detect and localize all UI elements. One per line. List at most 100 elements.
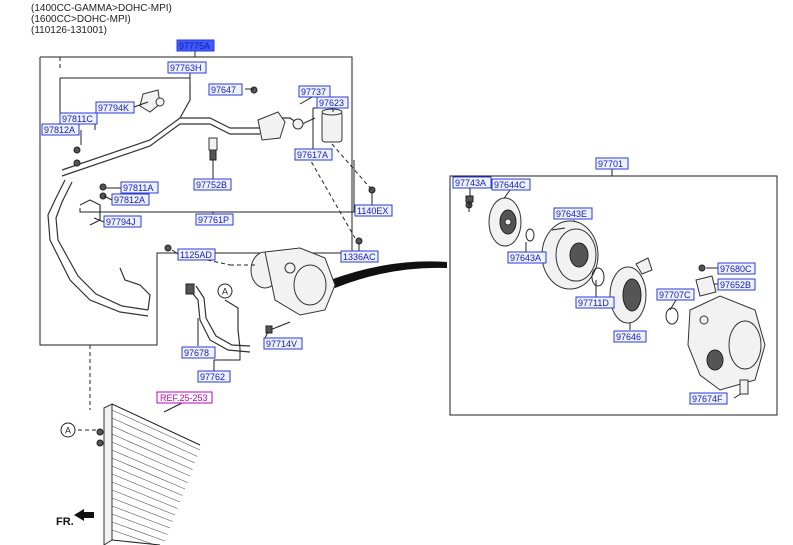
part-label-97775A[interactable]: 97775A bbox=[176, 39, 215, 52]
part-label-97714V[interactable]: 97714V bbox=[263, 337, 303, 350]
part-label-1336AC[interactable]: 1336AC bbox=[340, 250, 379, 263]
svg-text:1140EX: 1140EX bbox=[357, 206, 388, 216]
condenser-fin bbox=[111, 513, 168, 535]
part-label-97623[interactable]: 97623 bbox=[316, 96, 349, 109]
part-label-97674F[interactable]: 97674F bbox=[689, 392, 728, 405]
svg-text:97643A: 97643A bbox=[510, 253, 541, 263]
svg-text:97680C: 97680C bbox=[720, 264, 752, 274]
part-label-97763H[interactable]: 97763H bbox=[167, 61, 207, 74]
condenser-fin bbox=[111, 425, 196, 464]
header-line-3: (110126-131001) bbox=[31, 25, 107, 36]
part-label-97811C[interactable]: 97811C bbox=[59, 112, 98, 125]
part-label-97743A[interactable]: 97743A bbox=[452, 176, 492, 189]
part-label-97647[interactable]: 97647 bbox=[208, 83, 243, 96]
svg-text:97743A: 97743A bbox=[455, 178, 486, 188]
compressor-bolt bbox=[465, 195, 474, 212]
svg-text:97752B: 97752B bbox=[196, 180, 227, 190]
svg-text:REF.25-253: REF.25-253 bbox=[160, 393, 208, 403]
part-label-97707C[interactable]: 97707C bbox=[656, 288, 695, 301]
zoom-wedge bbox=[330, 261, 447, 288]
svg-text:97794J: 97794J bbox=[106, 217, 136, 227]
part-label-97811A[interactable]: 97811A bbox=[120, 181, 159, 194]
part-label-97812A-mid[interactable]: 97812A bbox=[111, 193, 150, 206]
service-port bbox=[208, 137, 218, 161]
svg-text:97711D: 97711D bbox=[578, 298, 609, 308]
part-label-97643A[interactable]: 97643A bbox=[507, 251, 547, 264]
label-leaders bbox=[59, 72, 745, 413]
svg-text:97707C: 97707C bbox=[659, 290, 691, 300]
svg-text:97714V: 97714V bbox=[266, 339, 297, 349]
part-label-1125AD[interactable]: 1125AD bbox=[177, 248, 216, 261]
expansion-valve bbox=[257, 111, 304, 141]
svg-text:1336AC: 1336AC bbox=[343, 252, 376, 262]
svg-text:97811C: 97811C bbox=[62, 114, 93, 124]
receiver-drier bbox=[321, 108, 343, 143]
condenser-fin bbox=[111, 481, 178, 509]
svg-text:97644C: 97644C bbox=[494, 180, 526, 190]
part-label-97617A[interactable]: 97617A bbox=[294, 148, 333, 161]
svg-text:97762: 97762 bbox=[200, 372, 225, 382]
condenser-fin bbox=[111, 505, 171, 529]
svg-text:97812A: 97812A bbox=[114, 195, 145, 205]
o-ring bbox=[665, 307, 679, 325]
condenser-fin bbox=[111, 473, 181, 503]
condenser-fin bbox=[111, 497, 173, 522]
part-label-97812A-top[interactable]: 97812A bbox=[41, 123, 80, 136]
condenser-fin bbox=[111, 433, 193, 470]
condenser-fin bbox=[111, 409, 201, 451]
compressor-detail-frame bbox=[449, 169, 778, 416]
condenser-fin bbox=[111, 441, 191, 477]
part-label-97794J[interactable]: 97794J bbox=[103, 215, 142, 228]
svg-text:97812A: 97812A bbox=[44, 125, 75, 135]
pulley bbox=[541, 220, 599, 290]
condenser-fin bbox=[111, 449, 188, 483]
part-label-1140EX[interactable]: 1140EX bbox=[354, 204, 393, 217]
svg-text:97617A: 97617A bbox=[297, 150, 328, 160]
svg-text:97763H: 97763H bbox=[170, 63, 202, 73]
header-line-2: (1600CC>DOHC-MPI) bbox=[31, 14, 131, 25]
part-label-97701[interactable]: 97701 bbox=[595, 157, 629, 170]
marker-a-upper: A bbox=[217, 283, 233, 299]
leader-lines bbox=[59, 57, 471, 431]
svg-text:97678: 97678 bbox=[184, 348, 209, 358]
svg-text:97643E: 97643E bbox=[556, 209, 587, 219]
svg-text:97761P: 97761P bbox=[198, 215, 229, 225]
condenser-fin bbox=[111, 457, 186, 490]
part-label-97761P[interactable]: 97761P bbox=[195, 213, 234, 226]
svg-text:97652B: 97652B bbox=[720, 280, 751, 290]
svg-text:1125AD: 1125AD bbox=[180, 250, 212, 260]
svg-text:A: A bbox=[65, 426, 71, 436]
part-label-97652B[interactable]: 97652B bbox=[717, 278, 756, 291]
part-label-97644C[interactable]: 97644C bbox=[491, 178, 531, 191]
svg-text:FR.: FR. bbox=[56, 516, 74, 528]
lower-hoses bbox=[185, 283, 251, 353]
svg-text:97775A: 97775A bbox=[179, 41, 210, 51]
condenser-fin bbox=[111, 489, 176, 516]
svg-text:97794K: 97794K bbox=[98, 103, 129, 113]
part-label-97680C[interactable]: 97680C bbox=[717, 262, 756, 275]
svg-text:97737: 97737 bbox=[301, 87, 326, 97]
part-label-97643E[interactable]: 97643E bbox=[553, 207, 593, 220]
ref-label-25-253[interactable]: REF.25-253 bbox=[156, 391, 213, 404]
front-direction-marker: FR. bbox=[56, 509, 94, 528]
part-label-97762[interactable]: 97762 bbox=[197, 370, 231, 383]
header-line-1: (1400CC-GAMMA>DOHC-MPI) bbox=[31, 3, 172, 14]
condenser bbox=[96, 403, 201, 545]
svg-text:97646: 97646 bbox=[616, 332, 641, 342]
svg-text:97701: 97701 bbox=[598, 159, 623, 169]
part-label-97794K[interactable]: 97794K bbox=[95, 101, 135, 114]
condenser-fin bbox=[111, 465, 183, 496]
part-label-97678[interactable]: 97678 bbox=[181, 346, 216, 359]
field-coil bbox=[609, 257, 653, 324]
svg-text:A: A bbox=[222, 287, 228, 297]
part-label-97711D[interactable]: 97711D bbox=[575, 296, 615, 309]
compressor-small bbox=[250, 247, 336, 334]
compressor-body bbox=[687, 275, 766, 395]
condenser-fin bbox=[111, 417, 198, 457]
part-label-97737[interactable]: 97737 bbox=[298, 85, 331, 98]
clutch-hub bbox=[488, 197, 522, 247]
part-label-97646[interactable]: 97646 bbox=[613, 330, 647, 343]
part-label-97752B[interactable]: 97752B bbox=[193, 178, 232, 191]
marker-a-lower: A bbox=[60, 422, 76, 438]
